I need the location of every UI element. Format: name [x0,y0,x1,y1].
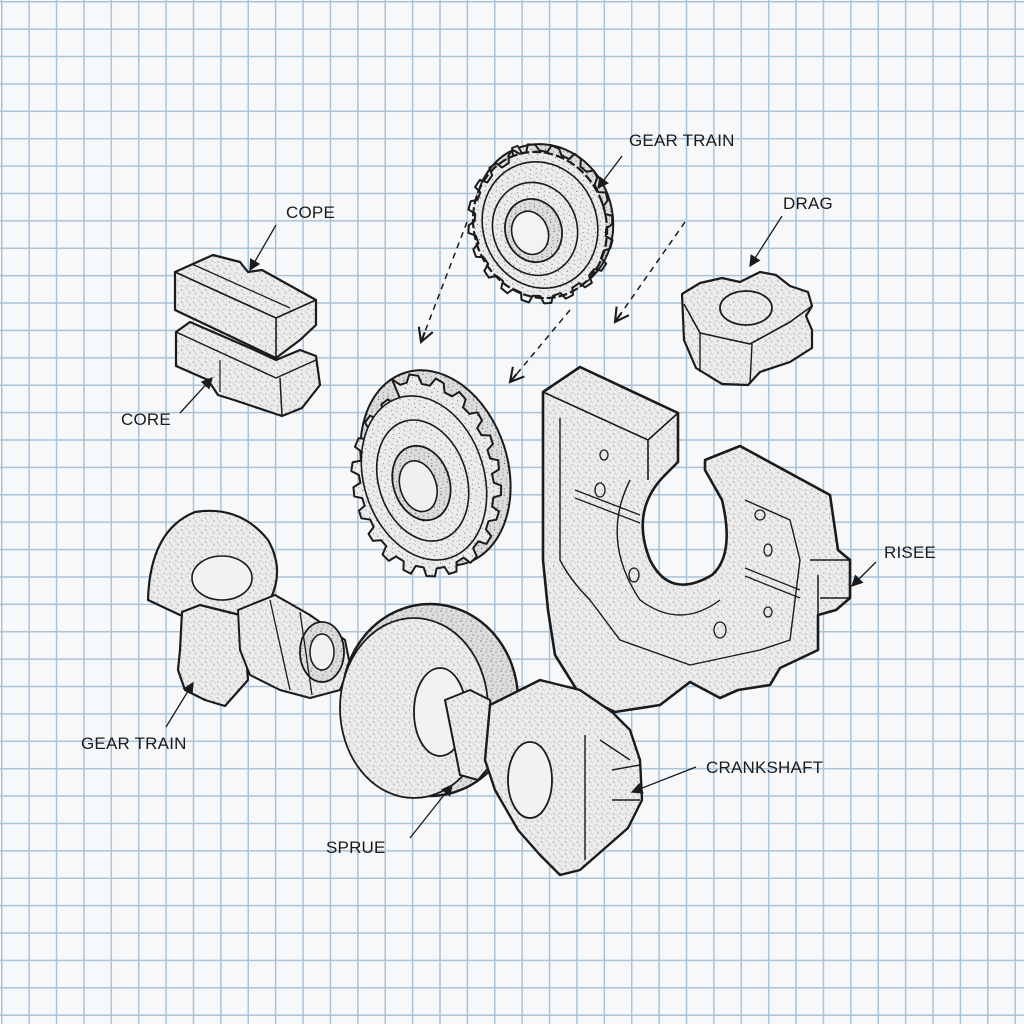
leader-gear-train-top [597,155,623,190]
label-core: CORE [121,410,171,429]
label-gear-train-bottom: GEAR TRAIN [81,734,187,753]
cope-block [173,253,318,360]
assembly-arrow-1 [417,221,468,345]
leader-core [179,377,213,414]
assembly-arrows [417,221,686,384]
label-crankshaft: CRANKSHAFT [706,758,824,777]
leader-cope [249,224,277,272]
leader-sprue [409,783,453,839]
crank-arm [483,678,644,877]
label-drag: DRAG [783,194,833,213]
drag-nut [680,270,814,387]
leader-drag [749,215,783,268]
assembly-arrow-2 [508,309,571,384]
label-sprue: SPRUE [326,838,386,857]
leader-crankshaft [630,766,697,794]
assembly-arrow-3 [613,221,686,324]
label-risee: RISEE [884,543,937,562]
label-cope: COPE [286,203,335,222]
label-gear-train-top: GEAR TRAIN [629,131,735,150]
mold-housing [541,365,852,714]
leader-gear-train-bottom [165,681,194,728]
small-gear [467,143,615,305]
leader-risee [851,561,877,587]
large-gear [350,369,512,578]
flange-hub-left [146,509,351,708]
leader-lines [165,155,877,839]
flange-disc [339,602,520,799]
